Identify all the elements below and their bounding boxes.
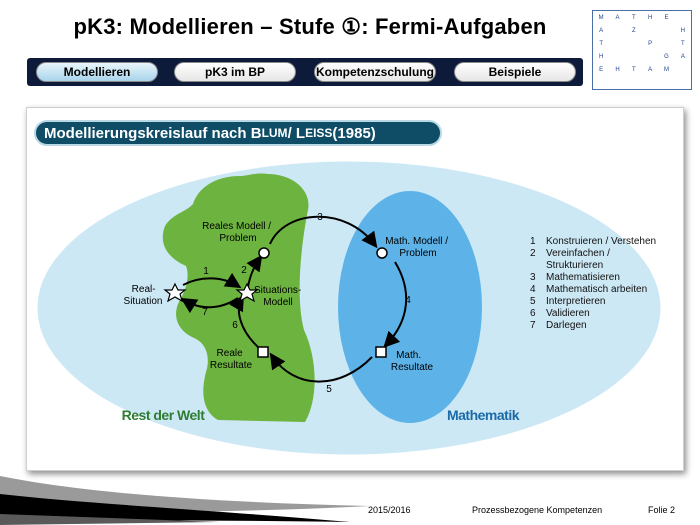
arrow-1 — [182, 272, 242, 289]
math-label: Mathematik — [447, 407, 520, 423]
legend-item-number: 6 — [530, 308, 536, 319]
legend-item-number: 5 — [530, 296, 536, 307]
label-math-model: Math. Modell / Problem — [385, 236, 451, 259]
legend-item: 3 Mathematisieren — [530, 272, 660, 284]
logo-letter: G — [664, 53, 669, 60]
logo-letter: T — [599, 40, 603, 47]
logo-letter: T — [631, 14, 636, 21]
label-situation-model-line2: Modell — [263, 297, 292, 308]
label-real-results-line2: Resultate — [210, 360, 253, 371]
nav-button-modellieren[interactable]: Modellieren — [36, 62, 158, 82]
footer-slide: Folie 2 — [648, 505, 676, 515]
arrow-4 — [383, 261, 408, 348]
section-title-blum: LUM — [261, 126, 288, 140]
nav-button-kompetenzschulung[interactable]: Kompetenzschulung — [314, 62, 436, 82]
legend-item-text: Konstruieren / Verstehen — [546, 236, 657, 247]
legend-item: 7 Darlegen — [530, 320, 660, 332]
real-results-node — [257, 346, 269, 358]
logo-letter: A — [615, 14, 620, 21]
section-title-sep: / L — [287, 124, 306, 142]
logo-letter: T — [680, 40, 685, 47]
math-model-node — [376, 247, 388, 259]
label-math-model-line1: Math. Modell / — [385, 236, 448, 247]
legend-item-text: Darlegen — [546, 320, 587, 331]
legend-item-text: Vereinfachen / Strukturieren — [546, 248, 610, 271]
arrow-2 — [246, 254, 263, 288]
arrow-5 — [269, 352, 373, 383]
label-real-model-line2: Problem — [219, 233, 256, 244]
legend-item-text: Mathematisieren — [546, 272, 620, 283]
legend-item: 1 Konstruieren / Verstehen — [530, 236, 660, 248]
label-real-results: Reale Resultate — [210, 348, 253, 371]
real-world-label: Rest der Welt — [122, 407, 206, 423]
legend-item-number: 4 — [530, 284, 536, 295]
legend-item: 4 Mathematisch arbeiten — [530, 284, 660, 296]
logo-letter: H — [680, 27, 685, 34]
legend-item: 2 Vereinfachen / Strukturieren — [530, 248, 660, 272]
footer-topic: Prozessbezogene Kompetenzen — [472, 505, 603, 515]
legend-item-number: 1 — [530, 236, 536, 247]
arrow-7 — [180, 297, 239, 314]
legend-item: 6 Validieren — [530, 308, 660, 320]
label-real-model: Reales Modell / Problem — [202, 221, 274, 244]
step-number-5: 5 — [326, 384, 332, 395]
step-number-6: 6 — [232, 320, 238, 331]
situation-model-star — [235, 282, 259, 303]
legend-item-text: Mathematisch arbeiten — [546, 284, 648, 295]
logo-letter: Z — [631, 27, 636, 34]
label-situation-model: Situations- Modell — [254, 285, 304, 308]
logo-letter: T — [631, 66, 636, 73]
label-real-results-line1: Reale — [217, 348, 244, 359]
arrow-3 — [269, 215, 378, 249]
slide-title: pK3: Modellieren – Stufe ①: Fermi-Aufgab… — [73, 14, 547, 39]
real-model-node — [258, 247, 270, 259]
logo-letter: M — [663, 66, 669, 73]
step-number-1: 1 — [203, 266, 209, 277]
step-number-2: 2 — [241, 265, 247, 276]
legend-item-number: 3 — [530, 272, 536, 283]
corner-swoosh — [0, 476, 370, 525]
nav-bar: Modellieren pK3 im BP Kompetenzschulung … — [27, 58, 583, 86]
label-math-results-line1: Math. — [396, 350, 421, 361]
legend-item: 5 Interpretieren — [530, 296, 660, 308]
footer-year: 2015/2016 — [368, 505, 411, 515]
section-title-leiss: EISS — [305, 126, 333, 140]
logo-letter: M — [598, 14, 604, 21]
logo-letter: E — [599, 66, 604, 73]
label-real-model-line1: Reales Modell / — [202, 221, 271, 232]
label-math-results: Math. Resultate — [391, 350, 434, 373]
step-number-7: 7 — [202, 307, 208, 318]
legend-item-number: 2 — [530, 248, 536, 259]
label-math-model-line2: Problem — [399, 248, 436, 259]
logo-letter: P — [648, 40, 653, 47]
logo-letter: A — [648, 66, 653, 73]
math-results-node — [375, 346, 387, 358]
logo-letter: H — [615, 66, 620, 73]
label-situation-model-line1: Situations- — [254, 285, 301, 296]
section-title-main: Modellierungskreislauf nach B — [44, 124, 262, 142]
step-number-4: 4 — [405, 295, 411, 306]
legend-item-text: Interpretieren — [546, 296, 606, 307]
logo-letter: H — [598, 53, 604, 60]
legend-item-number: 7 — [530, 320, 536, 331]
legend-item-text: Validieren — [546, 308, 590, 319]
logo-letter: A — [599, 27, 604, 34]
logo-letter: A — [680, 53, 685, 60]
label-real-situation-line1: Real- — [132, 284, 156, 295]
math-region — [338, 191, 482, 423]
label-real-situation-line2: Situation — [124, 296, 163, 307]
label-real-situation: Real- Situation — [124, 284, 163, 307]
nav-button-beispiele[interactable]: Beispiele — [454, 62, 576, 82]
logo-letter: E — [664, 14, 669, 21]
step-number-3: 3 — [317, 212, 323, 223]
legend-list: 1 Konstruieren / Verstehen 2 Vereinfachen /… — [530, 236, 660, 332]
section-title-year: (1985) — [332, 124, 376, 142]
label-math-results-line2: Resultate — [391, 362, 434, 373]
real-situation-star — [163, 282, 187, 303]
logo-letter: H — [647, 14, 653, 21]
nav-button-pk3-im-bp[interactable]: pK3 im BP — [174, 62, 296, 82]
